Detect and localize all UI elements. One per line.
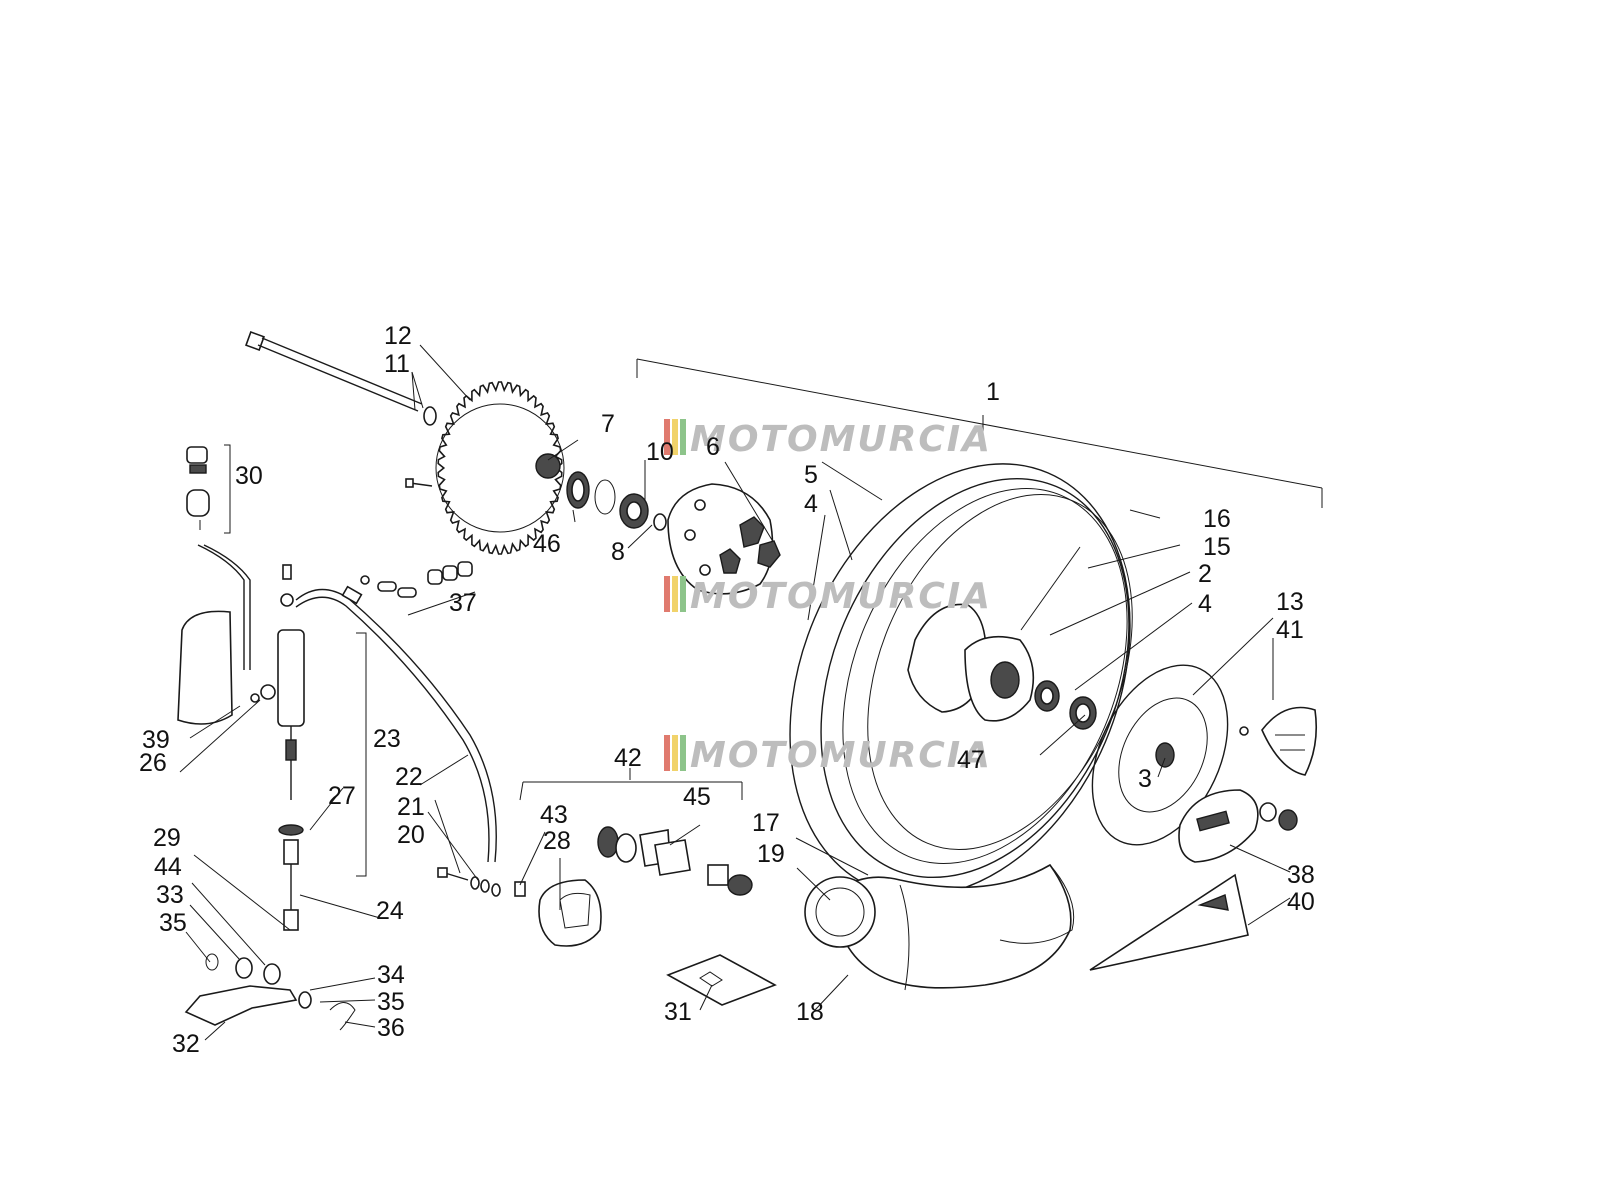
watermark-text: MOTOMURCIA [690,419,992,460]
callout-label: 26 [139,749,167,777]
leader-lines [179,344,1323,1041]
callout-label: 29 [153,824,181,852]
callout-label: 41 [1276,616,1304,644]
callout-label: 45 [683,783,711,811]
callout-label: 31 [664,998,692,1026]
brake-pedal [184,953,356,1031]
banjo-bolt [437,867,526,897]
callout-label: 32 [172,1030,200,1058]
callout-label: 19 [757,840,785,868]
callout-label: 20 [397,821,425,849]
callout-label: 5 [804,461,818,489]
chain-guard [1089,873,1249,971]
callout-label: 33 [156,881,184,909]
callout-label: 34 [377,961,405,989]
callout-label: 42 [614,744,642,772]
callout-label: 15 [1203,533,1231,561]
watermark-2: MOTOMURCIA [664,576,992,617]
callout-label: 28 [543,827,571,855]
master-cylinder [186,446,305,931]
cush-drive-hub [667,483,781,595]
callout-label: 13 [1276,588,1304,616]
callout-label: 6 [706,433,720,461]
chain-links [360,561,476,616]
callout-label: 39 [142,726,170,754]
callout-label: 12 [384,322,412,350]
brake-hose [295,585,497,863]
callout-label: 3 [1138,765,1152,793]
disc-guard [1261,706,1318,776]
wheel-hub [907,603,1097,730]
watermark-1: MOTOMURCIA [664,419,992,460]
callout-label: 30 [235,462,263,490]
callout-label: 44 [154,853,182,881]
brake-pads [597,826,753,896]
callout-label: 23 [373,725,401,753]
callout-label: 8 [611,538,625,566]
sprocket [405,381,565,555]
repair-kit [666,954,777,1006]
watermark-text: MOTOMURCIA [690,735,992,776]
callout-label: 47 [957,746,985,774]
callout-label: 7 [601,410,615,438]
callout-label: 27 [328,782,356,810]
callout-label: 10 [646,438,674,466]
brake-caliper [538,879,602,947]
sprocket-carrier-bearings [566,471,667,531]
callout-label: 35 [159,909,187,937]
callout-label: 43 [540,801,568,829]
watermark-3: MOTOMURCIA [664,735,992,776]
rear-axle [245,331,437,426]
callout-label: 11 [384,350,410,378]
callout-label: 1 [986,378,1000,406]
callout-label: 17 [752,809,780,837]
callout-label: 16 [1203,505,1231,533]
callout-label: 21 [397,793,425,821]
caliper-bracket [1178,789,1298,863]
callout-label: 37 [449,589,477,617]
callout-label: 22 [395,763,423,791]
callout-label: 38 [1287,861,1315,889]
callout-label: 36 [377,1014,405,1042]
callout-label: 35 [377,988,405,1016]
callout-label: 24 [376,897,404,925]
callout-label: 4 [1198,590,1212,618]
callout-label: 40 [1287,888,1315,916]
callout-label: 4 [804,490,818,518]
brake-disc [1091,664,1249,846]
callout-label: 2 [1198,560,1212,588]
watermark-text: MOTOMURCIA [690,576,992,617]
reservoir-guard [177,610,233,725]
tire [804,863,1075,991]
callout-label: 46 [533,530,561,558]
callouts: 1 2 3 4 4 5 6 7 8 10 11 12 13 15 16 17 1… [139,322,1315,1058]
callout-label: 18 [796,998,824,1026]
